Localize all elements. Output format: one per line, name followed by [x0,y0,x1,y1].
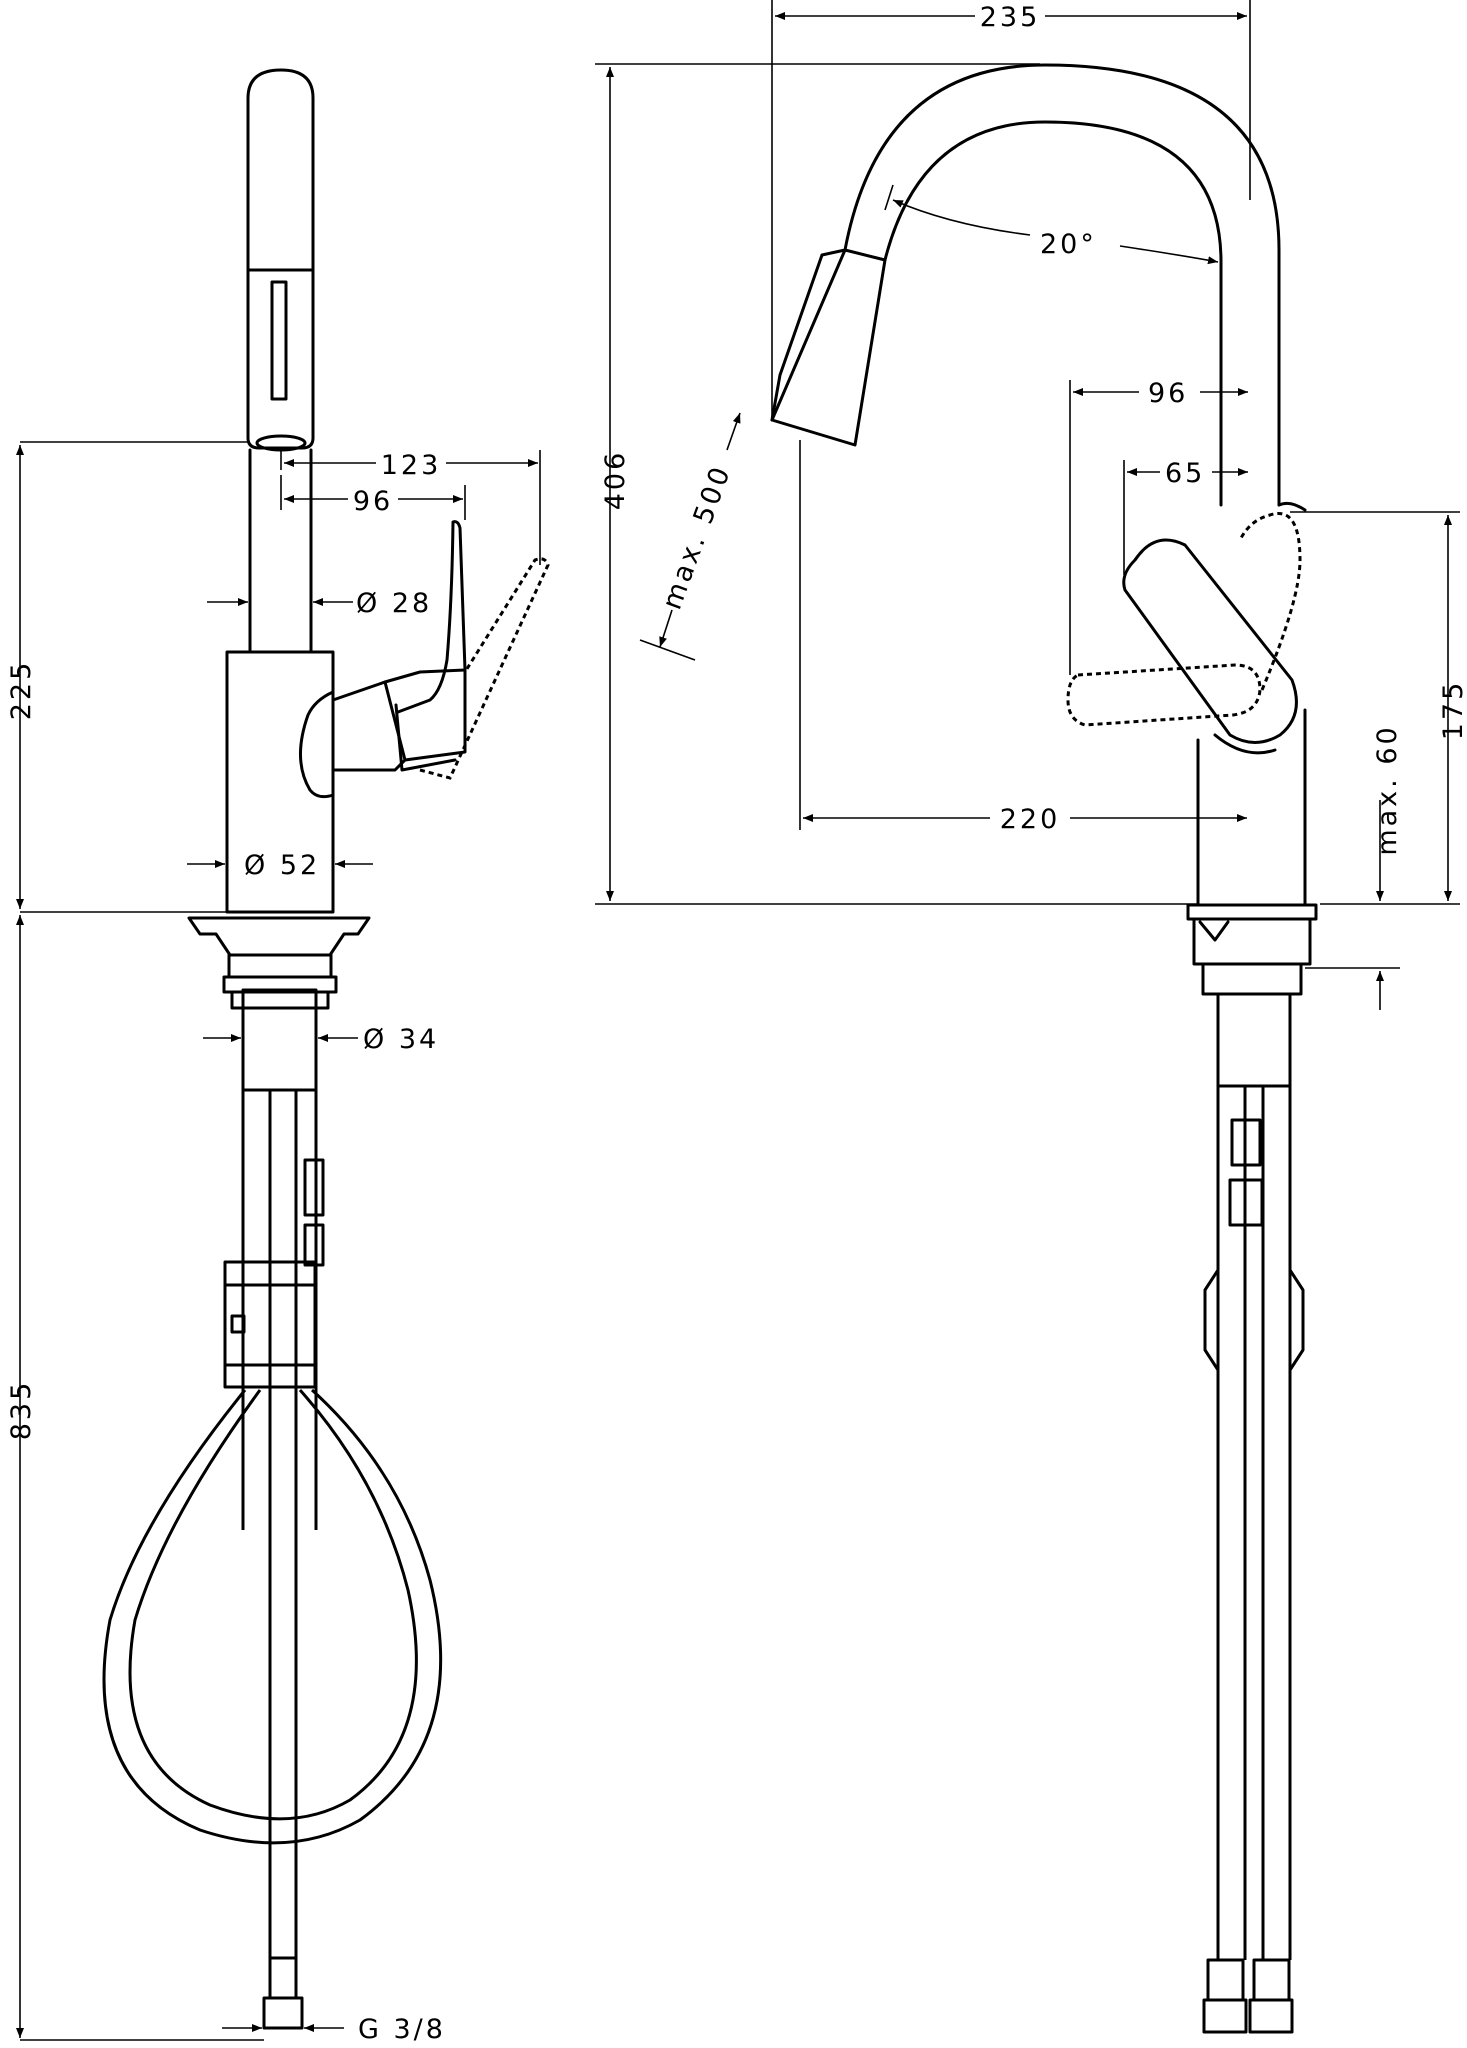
dim-angle-20: 20° [1040,229,1097,260]
front-spray-head [770,248,887,447]
faucet-body [225,650,335,914]
dim-65: 65 [1165,458,1205,489]
dim-225: 225 [6,660,37,721]
mounting-plate [187,916,371,957]
pullout-hose-loop [102,1388,443,1845]
lever-open-position [419,557,550,780]
dim-96-side: 96 [353,486,393,517]
dim-dia-52: Ø 52 [244,850,320,881]
side-view-dimensions: 225 835 123 96 Ø 28 Ø 52 Ø 34 G 3/8 [6,441,541,2045]
shank [241,988,318,1092]
front-body [1196,708,1307,907]
dim-max-500: max. 500 [657,461,738,614]
spray-button-slot [270,280,288,401]
spray-head-outline [246,68,315,450]
dim-406: 406 [600,450,631,511]
dim-96-front: 96 [1148,378,1188,409]
side-view [102,68,550,2030]
dim-220: 220 [1000,804,1061,835]
dim-thread: G 3/8 [358,2014,446,2045]
g38-connector [262,1996,304,2030]
dim-123: 123 [381,450,442,481]
dim-235: 235 [980,2,1041,33]
spout-arc [843,63,1281,507]
dim-dia-34: Ø 34 [363,1024,439,1055]
lever-alt-position [1066,663,1262,727]
dim-175: 175 [1438,680,1467,741]
front-view-dimensions: 235 406 20° 96 65 max. 500 220 m [595,0,1467,1010]
dim-max-60: max. 60 [1372,724,1403,855]
dim-dia-28: Ø 28 [356,588,432,619]
lever [1122,538,1298,744]
front-view [770,63,1318,2034]
front-shank [1216,992,1292,1088]
hose-weight [223,1260,317,1389]
front-mount [1192,917,1312,966]
dim-835: 835 [6,1380,37,1441]
